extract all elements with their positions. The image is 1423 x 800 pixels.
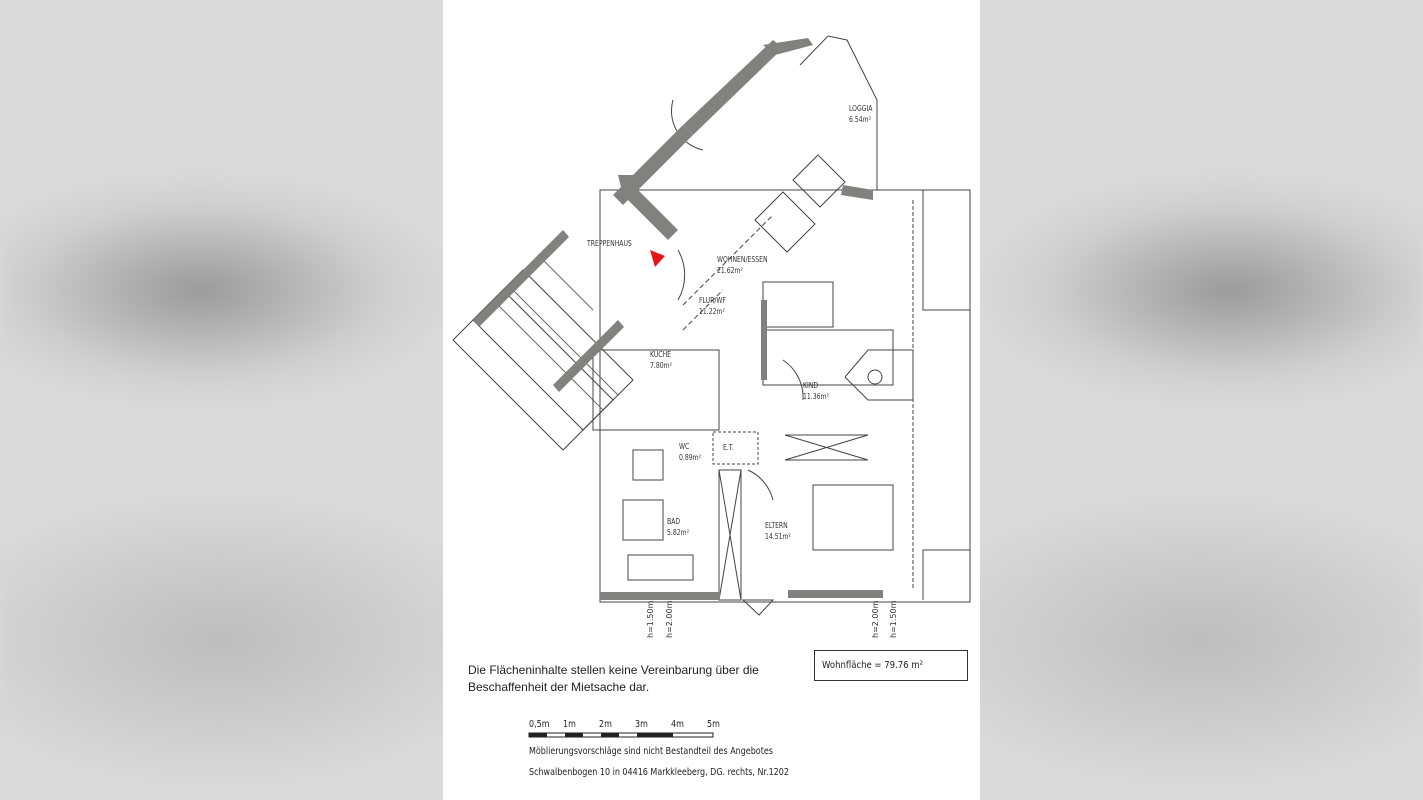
total-area: Wohnfläche = 79.76 m² [822,660,923,671]
disclaimer-line: Die Flächeninhalte stellen keine Vereinb… [468,663,759,677]
room-name: ELTERN [765,521,788,530]
scale-label: 5m [707,719,720,730]
room-wc: WC 0.89m² [679,441,701,463]
floor-plan-image: LOGGIA 6.54m² WOHNEN/ESSEN 21.62m² TREPPEN… [443,0,980,800]
room-name: FLUR/WF [699,296,726,305]
room-kind: KIND 11.36m² [803,380,829,402]
room-loggia: LOGGIA 6.54m² [849,103,872,125]
room-area: 0.89m² [679,453,702,462]
scale-label: 1m [563,719,576,730]
room-bad: BAD 5.82m² [667,516,689,538]
height-mark: h=1.50m [646,600,655,638]
address: Schwalbenbogen 10 in 04416 Markkleeberg,… [529,767,789,778]
scale-label: 0,5m [529,719,550,730]
room-area: 6.54m² [849,115,872,124]
floor-plan-drawing [452,35,971,738]
furniture-note: Möblierungsvorschläge sind nicht Bestand… [529,746,773,757]
room-area: 21.62m² [717,266,743,275]
room-name: KÜCHE [650,350,672,359]
room-treppenhaus: TREPPENHAUS [587,238,632,249]
loggia-outline [799,35,878,190]
room-area: 14.51m² [765,532,791,541]
location-marker-icon [650,250,665,267]
room-et: E.T. [723,442,734,453]
walls [473,38,883,600]
height-mark: h=2.00m [871,600,880,638]
room-flur: FLUR/WF 11.22m² [699,295,726,317]
room-name: TREPPENHAUS [587,239,632,248]
disclaimer-text: Die Flächeninhalte stellen keine Vereinb… [468,662,759,696]
room-area: 7.80m² [650,361,673,370]
room-name: WOHNEN/ESSEN [717,255,768,264]
total-area-box: Wohnfläche = 79.76 m² [814,650,968,681]
room-area: 5.82m² [667,528,690,537]
scale-label: 2m [599,719,612,730]
stairwell-outline [472,269,634,431]
scale-label: 3m [635,719,648,730]
scale-bar [528,732,714,738]
disclaimer-line: Beschaffenheit der Mietsache dar. [468,680,650,694]
room-area: 11.36m² [803,392,829,401]
room-name: BAD [667,517,681,526]
room-name: WC [679,442,690,451]
height-mark: h=1.50m [889,600,898,638]
room-wohnen-essen: WOHNEN/ESSEN 21.62m² [717,254,768,276]
room-name: LOGGIA [849,104,873,113]
room-area: 11.22m² [699,307,725,316]
room-kueche: KÜCHE 7.80m² [650,349,672,371]
room-name: KIND [803,381,819,390]
room-name: E.T. [723,443,734,452]
scale-label: 4m [671,719,684,730]
height-mark: h=2.00m [665,600,674,638]
room-eltern: ELTERN 14.51m² [765,520,791,542]
